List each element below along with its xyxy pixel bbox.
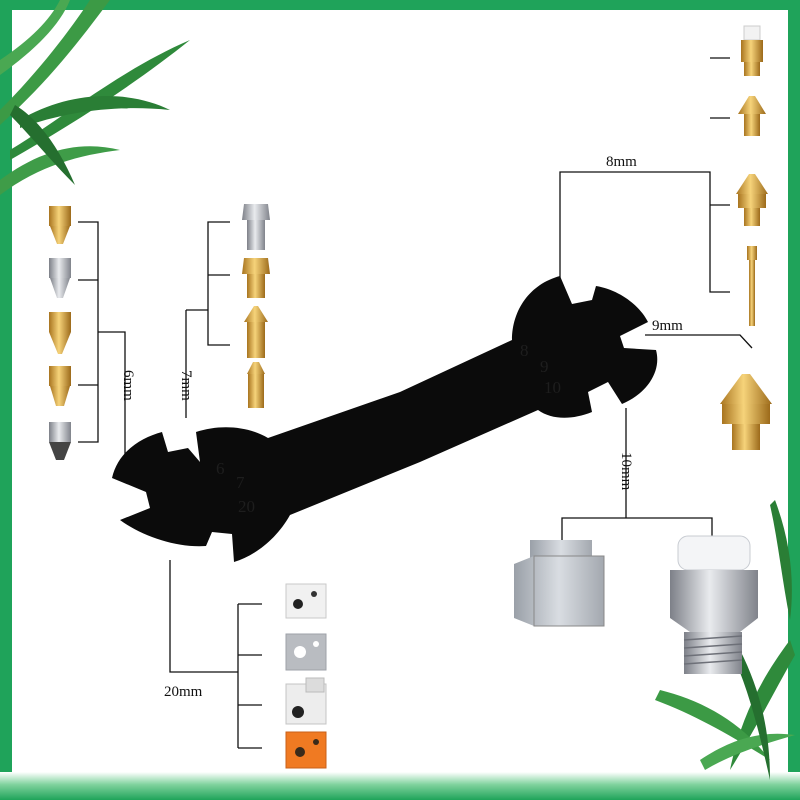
- volcano-nozzle: [720, 374, 772, 450]
- brass-nozzle: [242, 258, 270, 298]
- heater-block-volcano: [285, 677, 327, 725]
- frame-border-bottom: [0, 772, 800, 800]
- nozzles-7mm: 7mm: [178, 204, 270, 408]
- wrench-marking-6: 6: [216, 459, 225, 478]
- heater-block-steel: [514, 540, 605, 627]
- heater-block-orange: [285, 731, 327, 769]
- label-20mm: 20mm: [164, 684, 203, 700]
- brass-nozzle: [738, 96, 766, 136]
- wrench-marking-10: 10: [544, 378, 561, 397]
- pneumatic-fitting: [741, 25, 763, 76]
- brass-nozzle: [247, 362, 265, 408]
- brass-nozzle: [244, 306, 268, 358]
- parts-9mm: 9mm: [652, 318, 772, 450]
- pneumatic-coupler: [670, 535, 758, 674]
- brass-nozzle: [49, 206, 71, 244]
- hardened-nozzle: [49, 422, 71, 460]
- wrench-marking-8: 8: [520, 341, 529, 360]
- steel-nozzle: [242, 204, 270, 250]
- brass-nozzle: [736, 174, 768, 226]
- label-6mm: 6mm: [120, 370, 136, 401]
- heater-block-grey: [285, 633, 327, 671]
- heat-break-tube: [747, 246, 757, 326]
- connector-lines: [78, 57, 753, 749]
- parts-10mm: 10mm: [514, 452, 758, 674]
- nozzles-6mm: 6mm: [49, 206, 136, 460]
- frame-border-left: [0, 0, 12, 800]
- heater-block-white: [285, 583, 327, 619]
- frame-border-top: [0, 0, 800, 10]
- parts-8mm: 8mm: [606, 25, 768, 326]
- parts-20mm: 20mm: [164, 583, 327, 769]
- brass-nozzle: [49, 366, 71, 406]
- label-7mm: 7mm: [178, 370, 194, 401]
- label-8mm: 8mm: [606, 154, 637, 170]
- brass-nozzle: [49, 312, 71, 354]
- label-10mm: 10mm: [618, 452, 634, 491]
- wrench-marking-7: 7: [236, 473, 245, 492]
- wrench-marking-9: 9: [540, 357, 549, 376]
- palm-leaves-top-left-icon: [0, 0, 190, 195]
- wrench-marking-20: 20: [238, 497, 255, 516]
- label-9mm: 9mm: [652, 318, 683, 334]
- multi-size-wrench: 8 9 10 6 7 20: [112, 276, 658, 562]
- steel-nozzle: [49, 258, 71, 298]
